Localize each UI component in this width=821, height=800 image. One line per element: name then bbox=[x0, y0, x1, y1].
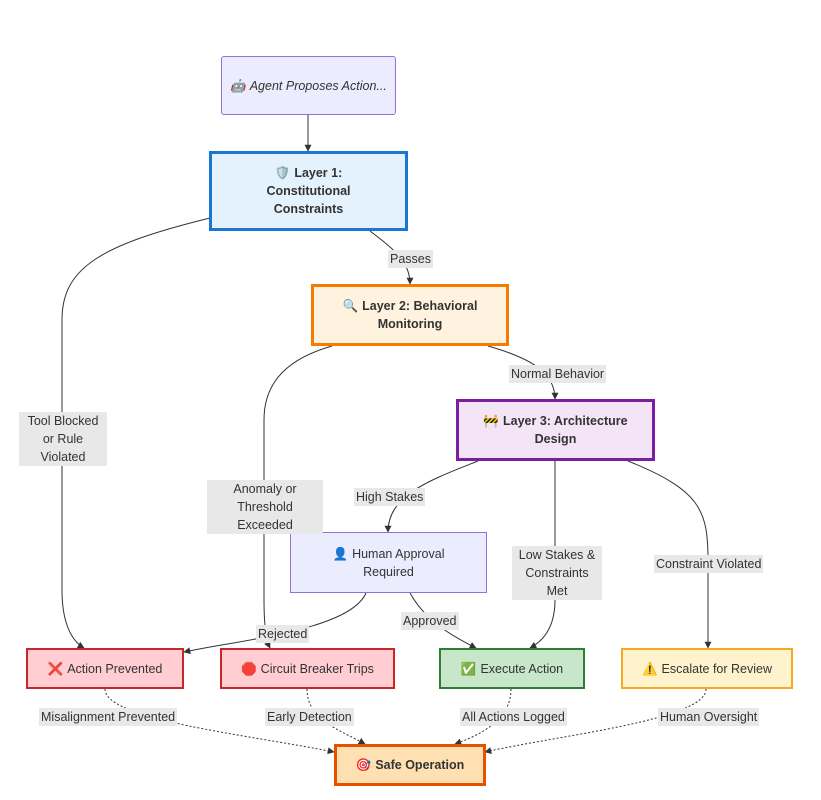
node-label: Safe Operation bbox=[375, 758, 465, 772]
node-label: Execute Action bbox=[480, 661, 564, 676]
node-label: Escalate for Review bbox=[661, 661, 773, 676]
node-layer3-architecture-design: 🚧Layer 3: Architecture Design bbox=[456, 399, 655, 461]
edge-label-high-stakes: High Stakes bbox=[354, 488, 426, 506]
node-label: Layer 2: Behavioral Monitoring bbox=[362, 299, 478, 331]
edge-escalate-safe bbox=[484, 688, 707, 755]
edge-prevented-safe bbox=[104, 688, 335, 755]
magnifier-icon: 🔍 bbox=[342, 299, 359, 313]
edge-label-passes: Passes bbox=[388, 250, 433, 268]
edge-label-all-actions-logged: All Actions Logged bbox=[460, 708, 567, 726]
node-human-approval-required: 👤Human Approval Required bbox=[290, 532, 487, 593]
node-label: Agent Proposes Action... bbox=[249, 78, 387, 93]
edge-label-tool-blocked: Tool Blocked or Rule Violated bbox=[19, 412, 107, 466]
check-mark-icon: ✅ bbox=[460, 661, 477, 676]
person-icon: 👤 bbox=[332, 546, 349, 561]
stop-sign-icon: 🛑 bbox=[241, 661, 257, 676]
node-safe-operation: 🎯Safe Operation bbox=[334, 744, 486, 786]
robot-icon: 🤖 bbox=[230, 78, 246, 93]
warning-icon: ⚠️ bbox=[641, 661, 658, 676]
node-label: Action Prevented bbox=[67, 661, 163, 676]
node-label: Human Approval Required bbox=[352, 546, 445, 579]
node-layer2-behavioral-monitoring: 🔍Layer 2: Behavioral Monitoring bbox=[311, 284, 509, 346]
node-action-prevented: ❌Action Prevented bbox=[26, 648, 184, 689]
node-circuit-breaker-trips: 🛑Circuit Breaker Trips bbox=[220, 648, 395, 689]
node-label: Layer 1: Constitutional Constraints bbox=[266, 166, 351, 216]
cross-mark-icon: ❌ bbox=[47, 661, 64, 676]
target-icon: 🎯 bbox=[355, 758, 372, 772]
node-agent-proposes-action: 🤖Agent Proposes Action... bbox=[221, 56, 396, 115]
edge-label-early-detection: Early Detection bbox=[265, 708, 354, 726]
edge-label-human-oversight: Human Oversight bbox=[658, 708, 760, 726]
node-label: Layer 3: Architecture Design bbox=[502, 414, 628, 446]
edge-label-rejected: Rejected bbox=[256, 625, 310, 643]
node-execute-action: ✅Execute Action bbox=[439, 648, 585, 689]
edge-human-prevented bbox=[183, 592, 367, 655]
edge-label-normal-behavior: Normal Behavior bbox=[509, 365, 607, 383]
edge-label-approved: Approved bbox=[401, 612, 459, 630]
edge-layer3-escalate bbox=[627, 460, 712, 649]
edge-layer1-prevented bbox=[61, 217, 211, 649]
edge-layer3-execute bbox=[529, 461, 556, 649]
construction-barrier-icon: 🚧 bbox=[483, 414, 499, 428]
node-layer1-constitutional-constraints: 🛡️Layer 1: Constitutional Constraints bbox=[209, 151, 408, 231]
shield-icon: 🛡️ bbox=[274, 166, 291, 180]
edge-label-constraint-violated: Constraint Violated bbox=[654, 555, 764, 573]
node-label: Circuit Breaker Trips bbox=[260, 661, 374, 676]
edge-label-anomaly: Anomaly or Threshold Exceeded bbox=[207, 480, 323, 534]
node-escalate-for-review: ⚠️Escalate for Review bbox=[621, 648, 793, 689]
edge-label-low-stakes: Low Stakes & Constraints Met bbox=[512, 546, 602, 600]
edge-label-misalignment-prevented: Misalignment Prevented bbox=[39, 708, 178, 726]
